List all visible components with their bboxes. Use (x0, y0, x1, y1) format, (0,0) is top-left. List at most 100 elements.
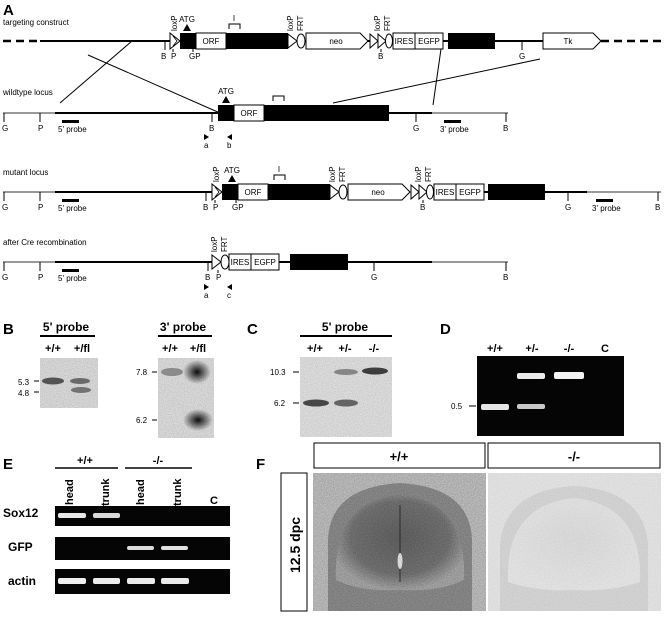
svg-text:actin: actin (8, 574, 36, 588)
svg-text:+/+: +/+ (45, 343, 61, 355)
svg-text:B: B (503, 124, 508, 133)
svg-text:+/+: +/+ (487, 343, 503, 355)
band (362, 367, 388, 375)
svg-text:G: G (371, 273, 377, 282)
svg-text:G: G (2, 124, 8, 133)
svg-text:P: P (216, 273, 221, 282)
svg-text:+/fl: +/fl (74, 343, 90, 355)
svg-text:6.2: 6.2 (136, 416, 148, 425)
neo-label: neo (329, 37, 343, 46)
loxp-site (169, 31, 181, 51)
panel-label-c: C (247, 321, 258, 338)
stage-label-box (280, 472, 308, 612)
svg-text:C: C (601, 343, 609, 355)
svg-text:head: head (64, 479, 76, 505)
svg-text:IRES: IRES (395, 37, 414, 46)
svg-text:FRT: FRT (220, 236, 229, 252)
svg-text:G: G (565, 203, 571, 212)
svg-text:B: B (655, 203, 660, 212)
svg-text:B: B (503, 273, 508, 282)
svg-text:P: P (38, 203, 43, 212)
svg-text:G: G (413, 124, 419, 133)
band (58, 578, 86, 584)
svg-text:B: B (161, 52, 166, 61)
southern-3prime-blot: 3' probe +/+ +/fl 7.8 6.2 (136, 320, 214, 438)
svg-text:EGFP: EGFP (459, 188, 481, 197)
primer-c (227, 284, 232, 290)
svg-text:P: P (38, 273, 43, 282)
svg-text:ATG: ATG (218, 87, 234, 96)
targeting-construct: targeting construct ORF I ATG loxP loxP … (3, 14, 662, 61)
band (161, 368, 183, 376)
band (517, 404, 545, 409)
panel-label-e: E (3, 456, 13, 473)
tk-cassette (542, 32, 602, 50)
svg-text:6.2: 6.2 (274, 399, 286, 408)
svg-text:G: G (519, 52, 525, 61)
svg-text:B: B (420, 203, 425, 212)
svg-text:-/-: -/- (369, 343, 380, 355)
band (42, 377, 64, 385)
svg-text:+/+: +/+ (162, 343, 178, 355)
svg-text:P: P (213, 203, 218, 212)
svg-text:a: a (204, 291, 209, 300)
svg-text:5.3: 5.3 (18, 378, 30, 387)
svg-text:+/-: +/- (525, 343, 538, 355)
panel-label-b: B (3, 321, 14, 338)
svg-text:loxP: loxP (373, 15, 382, 31)
genotype-header-ko (487, 442, 661, 469)
svg-text:EGFP: EGFP (254, 258, 276, 267)
orf-label: ORF (203, 37, 220, 46)
svg-text:Tk: Tk (564, 37, 574, 46)
svg-text:loxP: loxP (414, 166, 423, 182)
svg-text:neo: neo (371, 188, 385, 197)
band (71, 387, 91, 393)
homologous-recombination-lines (59, 40, 541, 114)
southern-blot-c: 5' probe +/+ +/- -/- 10.3 6.2 (270, 320, 392, 437)
panel-label-a: A (3, 2, 14, 19)
svg-text:B: B (209, 124, 214, 133)
band (127, 578, 155, 584)
pcr-gel-d: +/+ +/- -/- C 0.5 (451, 343, 624, 436)
band (334, 369, 358, 375)
svg-text:-/-: -/- (564, 343, 575, 355)
panel-label-d: D (440, 321, 451, 338)
svg-text:5' probe: 5' probe (43, 320, 90, 334)
exon-black (226, 33, 288, 49)
atg-arrow (183, 24, 191, 31)
atg-label: ATG (179, 15, 195, 24)
wildtype-locus: wildtype locus ORF ATG G P 5' probe B G … (2, 87, 508, 150)
primer-b (227, 134, 232, 140)
row-label-targeting: targeting construct (3, 18, 70, 27)
svg-text:+/-: +/- (338, 343, 351, 355)
probe-3prime (444, 120, 461, 123)
loxp-label: loxP (170, 15, 179, 31)
svg-text:5' probe: 5' probe (58, 125, 87, 134)
rt-pcr-gel-e: +/+ -/- head trunk head trunk C Sox12 GF… (3, 455, 230, 594)
svg-text:trunk: trunk (172, 478, 184, 506)
svg-text:I: I (278, 165, 280, 174)
band (93, 578, 120, 584)
svg-text:FRT: FRT (296, 15, 305, 31)
band (161, 546, 188, 550)
svg-text:5' probe: 5' probe (322, 320, 369, 334)
svg-text:EGFP: EGFP (418, 37, 440, 46)
svg-text:FRT: FRT (424, 166, 433, 182)
svg-text:C: C (210, 495, 218, 507)
svg-text:IRES: IRES (436, 188, 455, 197)
svg-text:B: B (203, 203, 208, 212)
svg-text:GP: GP (232, 203, 244, 212)
svg-text:c: c (227, 291, 231, 300)
svg-text:Sox12: Sox12 (3, 506, 39, 520)
row-label-mutant: mutant locus (3, 168, 48, 177)
svg-text:+/+: +/+ (307, 343, 323, 355)
band (481, 404, 509, 410)
primer-a (204, 134, 209, 140)
svg-text:B: B (378, 52, 383, 61)
band (334, 399, 358, 407)
band (517, 373, 545, 379)
band (70, 378, 90, 384)
band (554, 372, 584, 379)
svg-text:10.3: 10.3 (270, 368, 286, 377)
